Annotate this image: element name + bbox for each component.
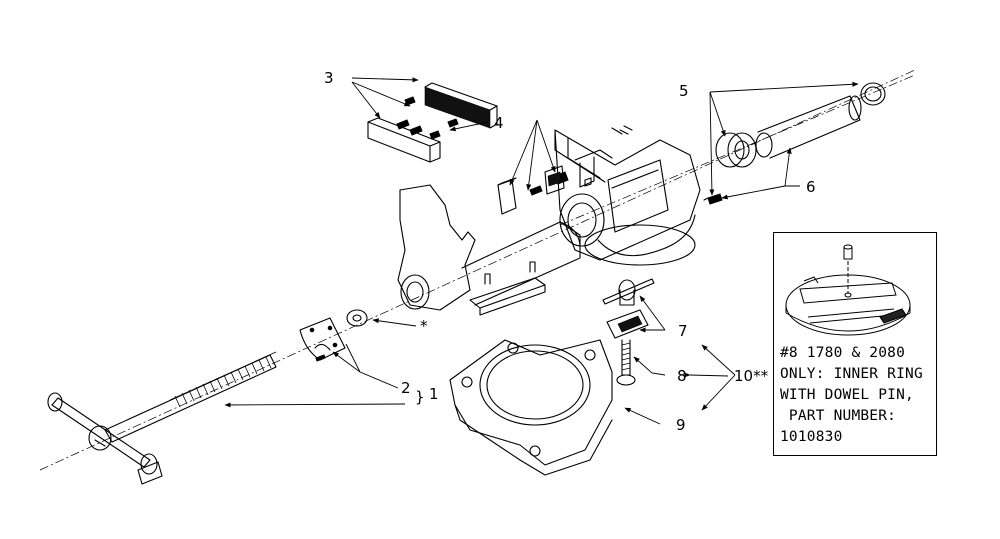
callout-3: 3	[324, 69, 334, 87]
front-jaw	[397, 184, 581, 311]
callout-5: 5	[679, 82, 689, 100]
callout-6: 6	[806, 178, 816, 196]
callout-4: 4	[494, 114, 504, 132]
center-axis-rear	[559, 74, 916, 226]
jaw-plates	[367, 82, 498, 163]
note-line: WITH DOWEL PIN,	[780, 387, 914, 403]
inner-ring-illustration	[785, 244, 911, 336]
leader-lines	[224, 77, 859, 425]
note-text: #8 1780 & 2080 ONLY: INNER RING WITH DOW…	[780, 343, 936, 448]
callout-1: 1	[429, 385, 439, 403]
callout-7: 7	[678, 322, 688, 340]
callout-brace: }	[415, 388, 425, 406]
callout-8: 8	[677, 367, 687, 385]
note-line: PART NUMBER:	[780, 408, 897, 424]
main-screw	[104, 351, 277, 443]
body-casting	[554, 125, 701, 266]
callout-9: 9	[676, 416, 686, 434]
callout-10: 10**	[734, 367, 769, 385]
thrust-flange	[299, 317, 346, 362]
note-line: 1010830	[780, 429, 843, 445]
callout-2: 2	[401, 379, 411, 397]
washer	[346, 309, 368, 327]
lock-assembly	[602, 278, 655, 386]
note-line: ONLY: INNER RING	[780, 366, 923, 382]
key-bar	[469, 261, 546, 316]
swivel-base	[449, 339, 613, 476]
note-box: #8 1780 & 2080 ONLY: INNER RING WITH DOW…	[773, 232, 937, 456]
nut-and-sleeve	[611, 82, 886, 205]
callout-star: *	[420, 317, 428, 335]
handle-assembly	[47, 392, 163, 485]
pipe-jaw-blocks	[497, 165, 565, 215]
note-line: #8 1780 & 2080	[780, 345, 906, 361]
